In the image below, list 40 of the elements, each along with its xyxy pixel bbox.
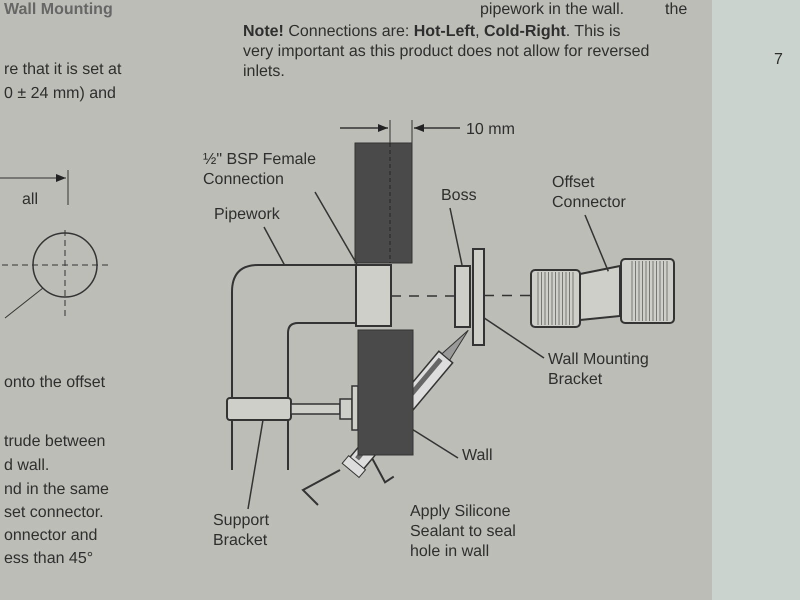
- pipe-elbow-drawing: [226, 264, 359, 470]
- support-bracket-drawing: [226, 385, 359, 431]
- part-label: Offset Connector: [552, 173, 627, 213]
- centre-line: [391, 295, 454, 297]
- page-number: 7: [774, 50, 784, 70]
- part-label: Support Bracket: [213, 511, 270, 551]
- offset-connector-drawing: [530, 258, 675, 328]
- running-text: onto the offset: [4, 373, 106, 393]
- leader-line: [247, 420, 264, 510]
- part-label: Wall: [462, 446, 494, 466]
- leader-line: [584, 214, 609, 272]
- instruction-text: Apply Silicone Sealant to seal hole in wall: [410, 502, 517, 562]
- running-text: onnector and: [4, 526, 98, 546]
- running-text: Wall Mounting: [4, 0, 114, 20]
- running-text: the: [665, 0, 688, 20]
- running-text: 0 ± 24 mm) and: [4, 84, 117, 104]
- running-text: all: [22, 190, 40, 210]
- running-text: set connector.: [4, 503, 105, 523]
- mounting-bracket-drawing: [472, 248, 485, 346]
- part-label: ½" BSP Female Connection: [203, 150, 317, 190]
- running-text: d wall.: [4, 456, 50, 476]
- wall-section-drawing: [358, 330, 414, 456]
- part-label: Boss: [441, 186, 478, 206]
- female-connection-drawing: [355, 264, 392, 327]
- note-text: Note! Connections are: Hot-Left, Cold-Right. This is very important as this product does not allow for reversed inlets.: [243, 22, 650, 82]
- leader-line: [263, 226, 286, 266]
- dimension-label: 10 mm: [466, 120, 516, 140]
- running-text: trude between: [4, 432, 106, 452]
- leader-line: [484, 317, 544, 359]
- leader-line: [412, 429, 458, 459]
- boss-drawing: [454, 265, 471, 328]
- running-text: ess than 45°: [4, 549, 94, 569]
- running-text: re that it is set at: [4, 60, 122, 80]
- running-text: nd in the same: [4, 480, 110, 500]
- leader-line: [314, 192, 358, 264]
- leader-line: [449, 208, 463, 266]
- centre-line: [484, 294, 530, 296]
- part-label: Wall Mounting Bracket: [548, 350, 650, 390]
- part-label: Pipework: [214, 205, 281, 225]
- running-text: pipework in the wall.: [480, 0, 626, 20]
